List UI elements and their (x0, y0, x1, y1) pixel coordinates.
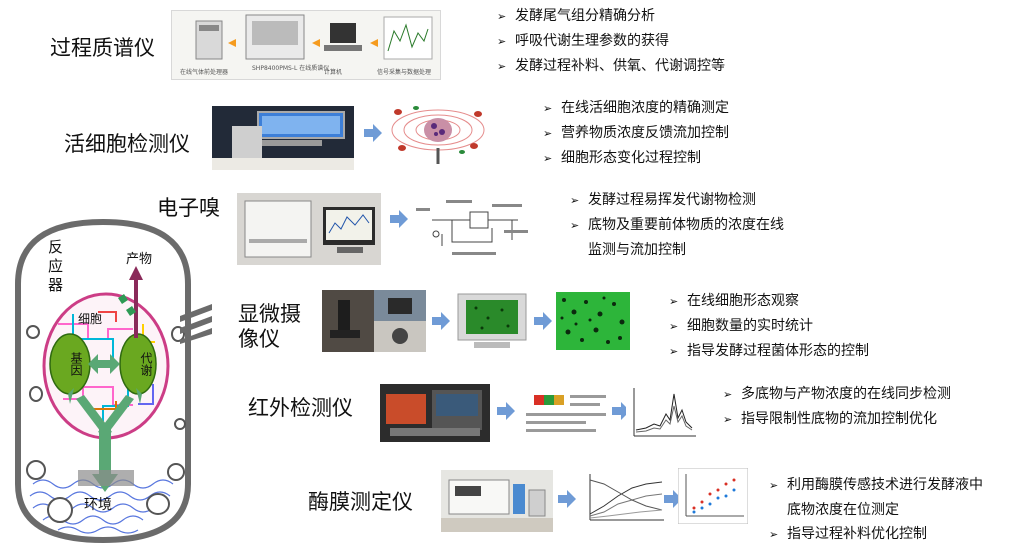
row1-bullets: ➢发酵尾气组分精确分析 ➢呼吸代谢生理参数的获得 ➢发酵过程补料、供氧、代谢调控… (497, 4, 725, 79)
reactor-label-line3: 器 (48, 276, 64, 294)
row4-microscope-photo (322, 290, 426, 352)
row6-bullet-1: ➢利用酶膜传感技术进行发酵液中 (769, 473, 983, 498)
row1-caption-2: SHP8400PMS-L 在线质谱仪 (252, 65, 330, 72)
row6-bullets: ➢利用酶膜传感技术进行发酵液中 底物浓度在位测定 ➢指导过程补料优化控制 (769, 473, 983, 547)
row1-caption-4: 信号采集与数据处理 (377, 69, 432, 76)
bullet-arrow-icon: ➢ (570, 219, 580, 232)
row4-monitor-image (454, 292, 530, 350)
row1-bullet-3: ➢发酵过程补料、供氧、代谢调控等 (497, 54, 725, 79)
row4-title: 显微摄 像仪 (238, 302, 301, 352)
row2-cell-field-image (388, 100, 488, 166)
product-label: 产物 (126, 252, 153, 267)
row6-curve-chart-image (584, 470, 666, 526)
row2-title: 活细胞检测仪 (64, 132, 190, 156)
bullet-arrow-icon: ➢ (723, 388, 733, 401)
product-arrow (129, 266, 143, 338)
row6-scatter-chart-image (678, 468, 748, 524)
row3-bullet-2-continued: 监测与流加控制 (588, 242, 686, 258)
row2-bullets: ➢在线活细胞浓度的精确测定 ➢营养物质浓度反馈流加控制 ➢细胞形态变化过程控制 (543, 96, 729, 171)
row3-bullets: ➢发酵过程易挥发代谢物检测 ➢底物及重要前体物质的浓度在线 监测与流加控制 (570, 188, 784, 262)
bullet-arrow-icon: ➢ (543, 152, 553, 165)
bullet-arrow-icon: ➢ (669, 295, 679, 308)
row2-device-photo (212, 106, 354, 170)
row1-caption-1: 在线气体前处理器 (180, 69, 229, 76)
row3-title: 电子嗅 (157, 196, 220, 220)
row4-title-line2: 像仪 (238, 327, 280, 351)
row5-bullet-2: ➢指导限制性底物的流加控制优化 (723, 407, 951, 432)
row1-process-image: 在线气体前处理器 SHP8400PMS-L 在线质谱仪 计算机 信号采集与数据处… (171, 10, 441, 80)
row4-title-line1: 显微摄 (238, 302, 301, 326)
row2-bullet-2: ➢营养物质浓度反馈流加控制 (543, 121, 729, 146)
gene-metabolism-arrow (88, 354, 120, 374)
row5-flow-diagram-image (520, 387, 612, 441)
row3-bullet-2: ➢底物及重要前体物质的浓度在线 (570, 213, 784, 238)
row3-bullet-1: ➢发酵过程易挥发代谢物检测 (570, 188, 784, 213)
bubbles (26, 325, 186, 523)
bullet-arrow-icon: ➢ (543, 102, 553, 115)
row6-title: 酶膜测定仪 (308, 490, 413, 514)
connector-marks (176, 298, 216, 348)
row1-bullet-2: ➢呼吸代谢生理参数的获得 (497, 29, 725, 54)
row4-bullets: ➢在线细胞形态观察 ➢细胞数量的实时统计 ➢指导发酵过程菌体形态的控制 (669, 289, 869, 364)
metabolism-label: 代谢 (139, 352, 153, 376)
row5-bullets: ➢多底物与产物浓度的在线同步检测 ➢指导限制性底物的流加控制优化 (723, 382, 951, 432)
gene-label: 基因 (69, 352, 83, 376)
row1-title: 过程质谱仪 (50, 36, 155, 60)
bioreactor-vessel (15, 218, 191, 544)
bullet-arrow-icon: ➢ (669, 320, 679, 333)
reactor-label-line2: 应 (48, 257, 64, 275)
row4-bullet-2: ➢细胞数量的实时统计 (669, 314, 869, 339)
bullet-arrow-icon: ➢ (669, 345, 679, 358)
cell-label: 细胞 (78, 312, 103, 326)
row1-caption-3: 计算机 (324, 69, 343, 76)
row4-micrograph-image (556, 292, 630, 350)
environment-label: 环境 (84, 497, 112, 513)
row3-device-photo (237, 193, 381, 265)
bullet-arrow-icon: ➢ (769, 479, 779, 492)
row4-bullet-3: ➢指导发酵过程菌体形态的控制 (669, 339, 869, 364)
row4-bullet-1: ➢在线细胞形态观察 (669, 289, 869, 314)
row5-title: 红外检测仪 (248, 396, 353, 420)
row3-circuit-image (412, 194, 536, 264)
molecule-icons (118, 294, 136, 316)
bullet-arrow-icon: ➢ (723, 413, 733, 426)
bullet-arrow-icon: ➢ (769, 528, 779, 541)
environment-bar (78, 470, 134, 486)
bullet-arrow-icon: ➢ (570, 194, 580, 207)
row6-device-photo (441, 470, 553, 532)
row2-bullet-3: ➢细胞形态变化过程控制 (543, 146, 729, 171)
bullet-arrow-icon: ➢ (497, 10, 507, 23)
reactor-label: 反 应 器 (48, 238, 63, 295)
bullet-arrow-icon: ➢ (497, 35, 507, 48)
row1-bullet-1: ➢发酵尾气组分精确分析 (497, 4, 725, 29)
bullet-arrow-icon: ➢ (543, 127, 553, 140)
row6-bullet-1-continued: 底物浓度在位测定 (787, 502, 899, 518)
row6-bullet-2: ➢指导过程补料优化控制 (769, 522, 983, 547)
row5-device-photo (380, 384, 490, 442)
row5-bullet-1: ➢多底物与产物浓度的在线同步检测 (723, 382, 951, 407)
bullet-arrow-icon: ➢ (497, 60, 507, 73)
row5-spectrum-image (626, 384, 698, 444)
row2-bullet-1: ➢在线活细胞浓度的精确测定 (543, 96, 729, 121)
bioreactor-diagram: 反 应 器 产物 细胞 基因 代谢 环境 (8, 214, 198, 546)
reactor-label-line1: 反 (48, 238, 64, 256)
